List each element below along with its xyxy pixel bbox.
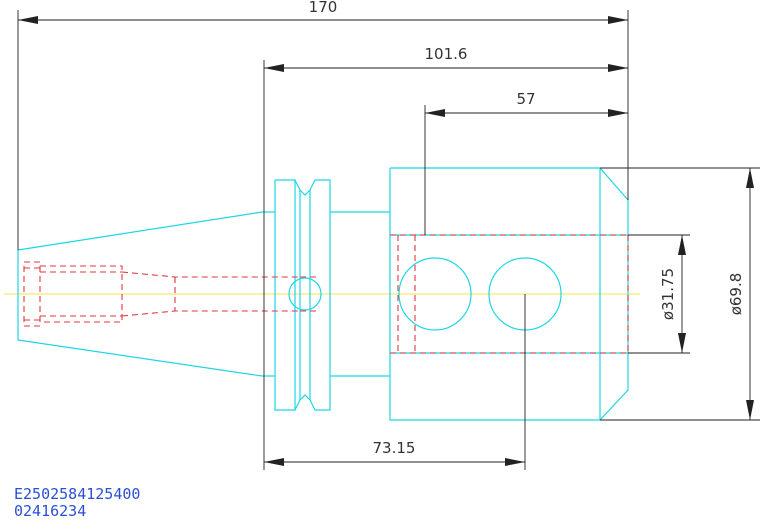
part-code-line-1: E2502584125400 <box>14 485 141 503</box>
dimension-overall-length: 170 <box>18 0 628 24</box>
dimension-body-length: 101.6 <box>264 45 628 72</box>
dimension-body-diameter: ø69.8 <box>727 168 754 420</box>
dimension-label-bore-diameter: ø31.75 <box>659 268 677 320</box>
dimension-label-body-diameter: ø69.8 <box>727 273 745 316</box>
dimension-label-screw-position: 73.15 <box>373 439 416 457</box>
dimension-label-body: 101.6 <box>425 45 468 63</box>
flange-keyway-circle <box>288 277 322 311</box>
dimension-screw-position: 73.15 <box>264 439 525 466</box>
part-code-line-2: 02416234 <box>14 502 87 520</box>
extension-lines <box>17 10 760 470</box>
dimension-label-overall: 170 <box>309 0 338 16</box>
dimension-bore-diameter: ø31.75 <box>659 235 686 353</box>
set-screw-hole-1 <box>398 257 472 331</box>
part-codes: E2502584125400 02416234 <box>14 486 140 520</box>
flange <box>274 179 390 411</box>
dimension-bore-depth: 57 <box>425 90 628 117</box>
hidden-lines <box>23 234 629 354</box>
dimension-label-bore-depth: 57 <box>516 90 535 108</box>
